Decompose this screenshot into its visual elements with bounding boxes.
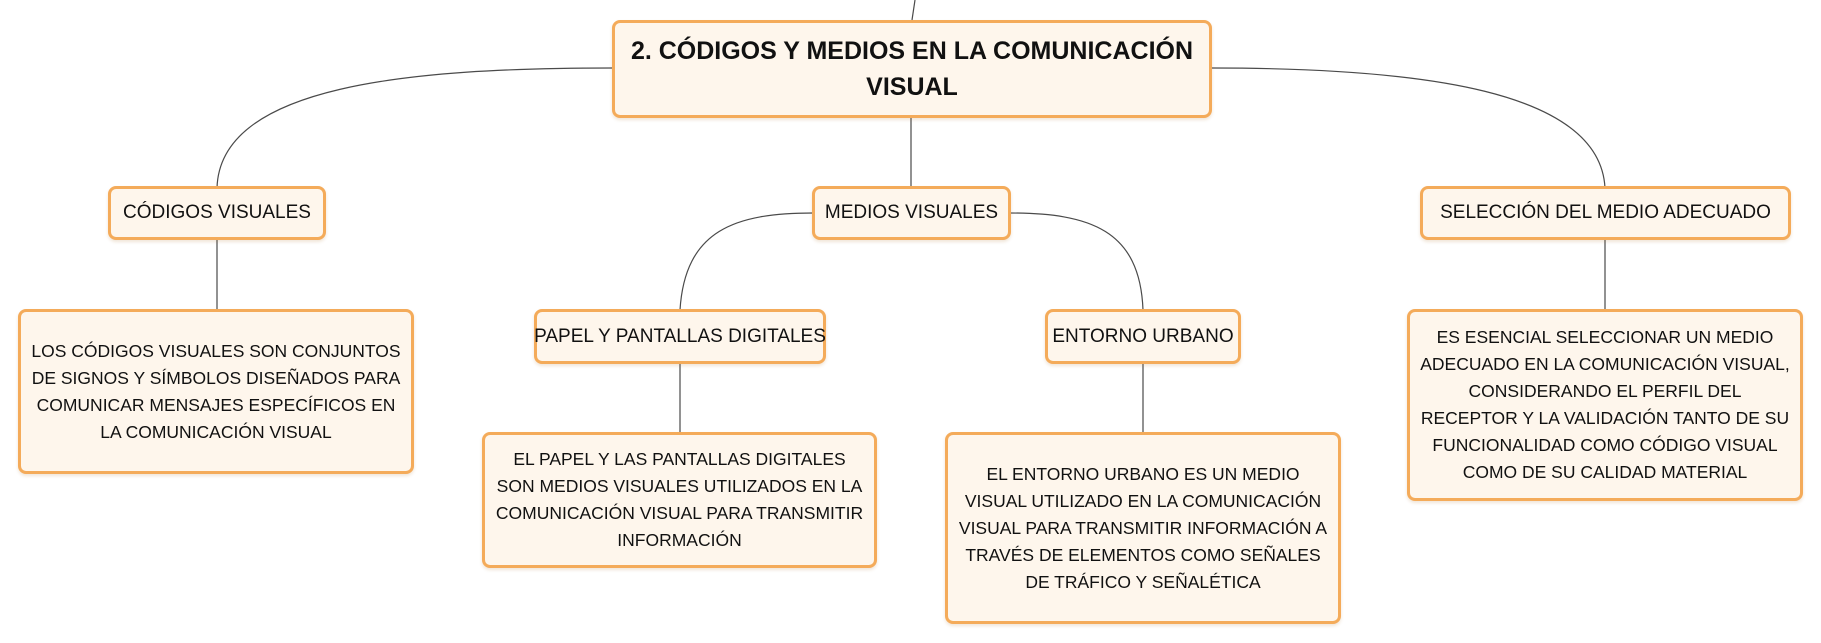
subbranch-node-entorno-urbano[interactable]: ENTORNO URBANO [1045,309,1241,364]
description-text-papel-pantallas: EL PAPEL Y LAS PANTALLAS DIGITALES SON M… [495,449,864,550]
connector-medios-to-papel [679,212,814,311]
branch-label-seleccion-medio: SELECCIÓN DEL MEDIO ADECUADO [1440,202,1771,223]
subbranch-label-papel-pantallas: PAPEL Y PANTALLAS DIGITALES [534,325,826,347]
branch-label-medios-visuales: MEDIOS VISUALES [824,202,999,223]
description-node-seleccion-medio[interactable]: ES ESENCIAL SELECCIONAR UN MEDIO ADECUAD… [1407,309,1803,501]
description-node-papel-pantallas[interactable]: EL PAPEL Y LAS PANTALLAS DIGITALES SON M… [482,432,877,568]
subbranch-node-papel-pantallas[interactable]: PAPEL Y PANTALLAS DIGITALES [534,309,826,364]
branch-label-codigos-visuales: CÓDIGOS VISUALES [123,202,311,223]
root-topic-label: 2. CÓDIGOS Y MEDIOS EN LA COMUNICACIÓN V… [630,37,1194,101]
connector-top-stub [911,0,916,21]
branch-node-seleccion-medio[interactable]: SELECCIÓN DEL MEDIO ADECUADO [1420,186,1791,240]
description-text-entorno-urbano: EL ENTORNO URBANO ES UN MEDIO VISUAL UTI… [958,463,1328,592]
branch-node-medios-visuales[interactable]: MEDIOS VISUALES [812,186,1011,240]
connector-root-to-seleccion [1211,67,1606,189]
description-text-seleccion-medio: ES ESENCIAL SELECCIONAR UN MEDIO ADECUAD… [1420,327,1790,482]
connector-medios-to-urbano [1009,212,1144,311]
connector-root-to-codigos [216,67,613,189]
subbranch-label-entorno-urbano: ENTORNO URBANO [1052,325,1234,347]
description-node-codigos-visuales[interactable]: LOS CÓDIGOS VISUALES SON CONJUNTOS DE SI… [18,309,414,474]
description-text-codigos-visuales: LOS CÓDIGOS VISUALES SON CONJUNTOS DE SI… [31,340,401,442]
root-topic-node[interactable]: 2. CÓDIGOS Y MEDIOS EN LA COMUNICACIÓN V… [612,20,1212,118]
branch-node-codigos-visuales[interactable]: CÓDIGOS VISUALES [108,186,326,240]
description-node-entorno-urbano[interactable]: EL ENTORNO URBANO ES UN MEDIO VISUAL UTI… [945,432,1341,624]
